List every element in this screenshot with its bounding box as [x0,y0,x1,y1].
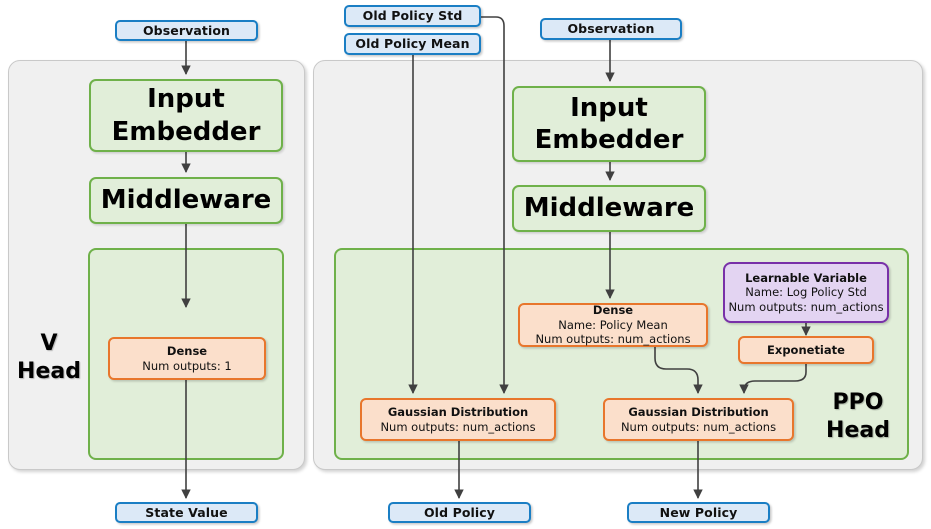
ppo-head-group-label-line1: PPO [832,390,884,415]
ppo-gaussian-new-outputs: Num outputs: num_actions [620,419,777,434]
v-head-dense[interactable]: Dense Num outputs: 1 [108,337,266,380]
ppo-new-policy-output[interactable]: New Policy [627,502,770,523]
v-head-dense-outputs: Num outputs: 1 [142,358,232,373]
ppo-old-policy-std-input[interactable]: Old Policy Std [344,5,481,27]
v-head-state-value-output[interactable]: State Value [115,502,258,523]
ppo-observation-input[interactable]: Observation [540,18,682,40]
ppo-old-policy-mean-input[interactable]: Old Policy Mean [344,33,481,55]
ppo-gaussian-new-title: Gaussian Distribution [628,405,769,420]
ppo-learnable-variable[interactable]: Learnable Variable Name: Log Policy Std … [723,262,889,323]
v-head-group-label-line1: V [40,331,58,356]
ppo-exponetiate[interactable]: Exponetiate [738,336,874,364]
ppo-old-policy-mean-label: Old Policy Mean [355,36,470,52]
v-head-observation-label: Observation [142,22,231,38]
ppo-dense-outputs: Num outputs: num_actions [535,332,691,347]
ppo-gaussian-old-title: Gaussian Distribution [387,405,529,420]
ppo-old-policy-output-label: Old Policy [423,504,496,520]
ppo-input-embedder-label: Input Embedder [534,92,684,156]
ppo-gaussian-distribution-new[interactable]: Gaussian Distribution Num outputs: num_a… [603,398,794,441]
v-head-input-embedder-label: Input Embedder [111,84,261,147]
v-head-group-label-line2: Head [17,358,81,384]
v-head-middleware[interactable]: Middleware [89,177,283,224]
v-head-middleware-label: Middleware [100,185,272,216]
ppo-old-policy-output[interactable]: Old Policy [388,502,531,523]
ppo-dense-name: Name: Policy Mean [558,317,668,332]
ppo-dense-title: Dense [592,303,634,318]
v-head-group-label: V Head [14,330,84,385]
ppo-gaussian-distribution-old[interactable]: Gaussian Distribution Num outputs: num_a… [360,398,556,441]
ppo-learnable-variable-title: Learnable Variable [745,270,867,285]
v-head-observation-input[interactable]: Observation [115,20,258,41]
v-head-state-value-label: State Value [145,504,228,520]
ppo-exponetiate-label: Exponetiate [767,342,845,357]
ppo-head-group-label-line2: Head [826,417,890,443]
ppo-head-group-label: PPO Head [812,389,904,444]
ppo-middleware[interactable]: Middleware [512,185,706,232]
ppo-old-policy-std-label: Old Policy Std [362,8,463,24]
ppo-observation-label: Observation [567,21,655,37]
ppo-gaussian-old-outputs: Num outputs: num_actions [380,419,536,434]
ppo-learnable-variable-name: Name: Log Policy Std [745,285,867,300]
ppo-learnable-variable-outputs: Num outputs: num_actions [728,299,884,314]
v-head-input-embedder[interactable]: Input Embedder [89,79,283,152]
v-head-dense-title: Dense [166,344,208,359]
ppo-new-policy-output-label: New Policy [659,504,738,520]
ppo-middleware-label: Middleware [523,193,695,224]
ppo-input-embedder[interactable]: Input Embedder [512,86,706,162]
ppo-dense-policy-mean[interactable]: Dense Name: Policy Mean Num outputs: num… [518,303,708,347]
